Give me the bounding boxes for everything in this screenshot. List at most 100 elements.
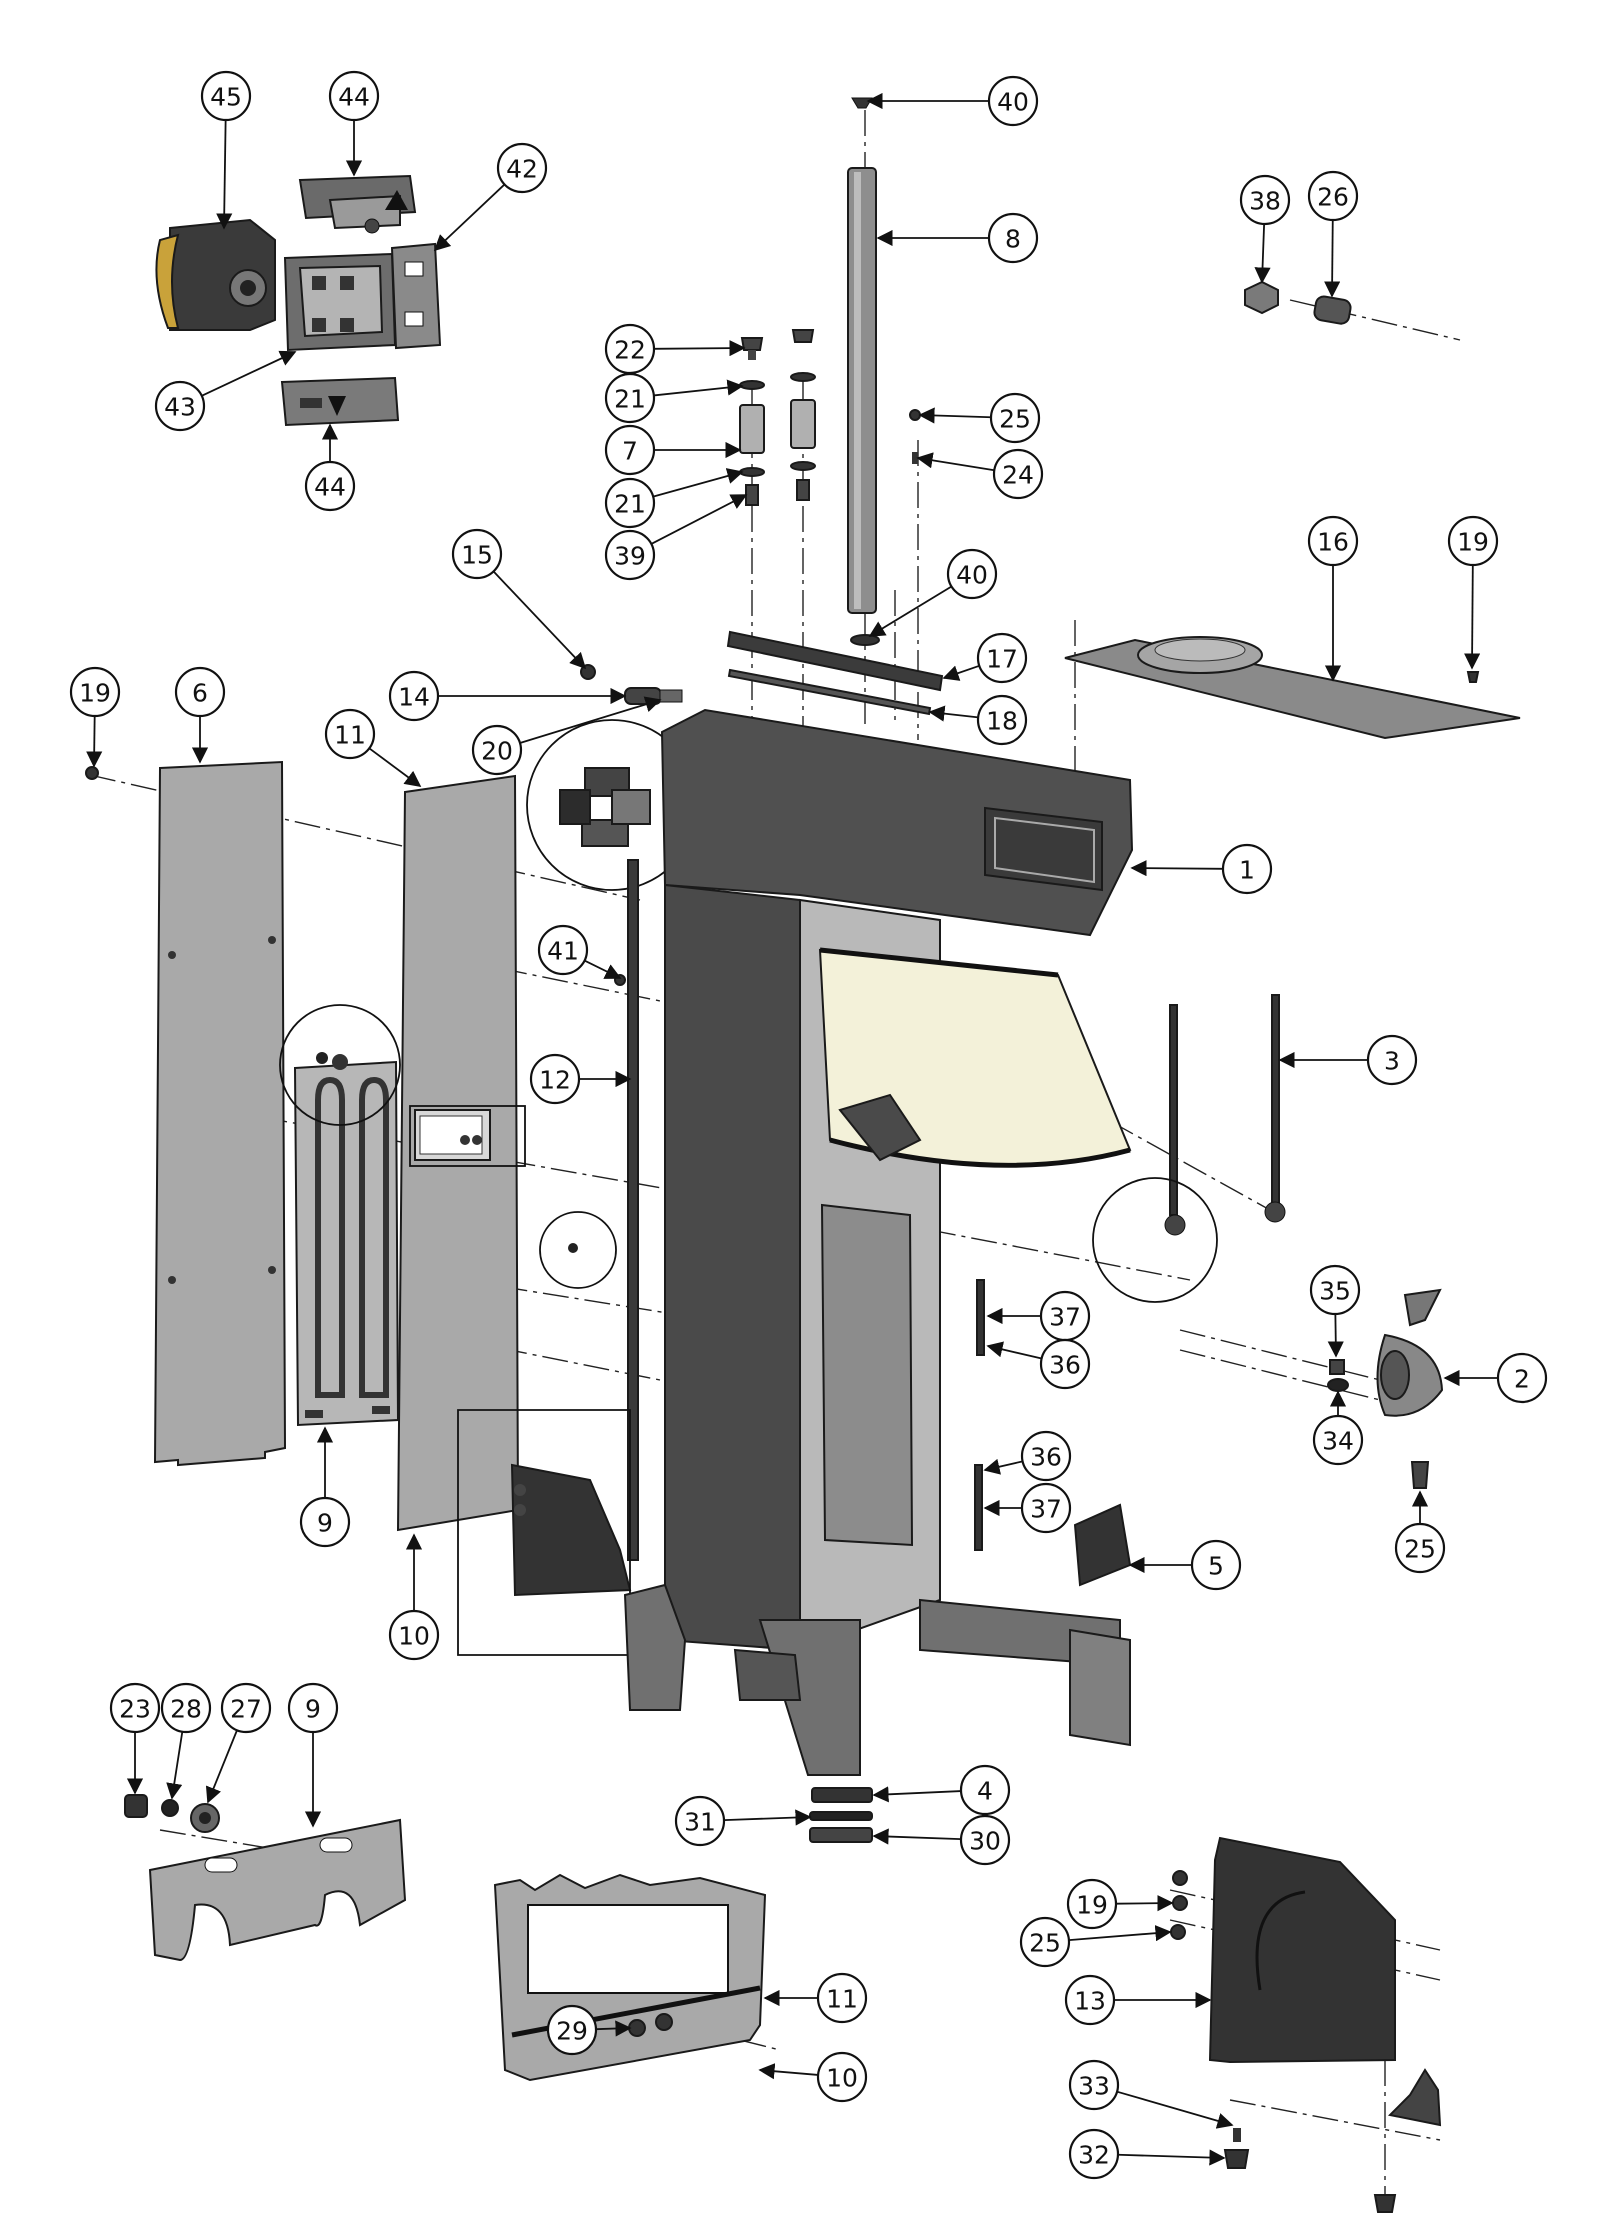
callout-bubble [1020,1430,1072,1482]
callout-leader [1254,223,1271,284]
part-40-washer [850,634,880,646]
callout-23: 23 [109,1682,161,1795]
callout-bubble [1307,515,1359,567]
callout-bubble [959,1764,1011,1816]
callout-bubble [1064,1974,1116,2026]
callout-10: 10 [388,1533,440,1661]
callout-leader [1068,1925,1172,1942]
callout-label: 6 [192,679,208,708]
part-33-pin [1233,2128,1241,2142]
callout-40: 40 [868,548,998,637]
callout-label: 31 [684,1808,716,1837]
callout-leader [201,350,297,397]
callout-label: 20 [481,737,513,766]
part-8-tube [847,167,877,614]
callout-leader [723,1809,812,1826]
callout-bubble [388,670,440,722]
part-25-screw-bracket [1170,1924,1186,1940]
callout-label: 25 [1404,1535,1436,1564]
callout-19: 19 [1447,515,1499,670]
callout-bubble [109,1682,161,1734]
callout-40: 40 [866,75,1039,127]
part-7-spacer [739,404,765,454]
callout-leader [216,119,233,230]
callout-38: 38 [1239,174,1291,284]
callout-bubble [604,529,656,581]
part-17-rail [726,630,944,692]
part-3-rod-pair [1164,994,1286,1236]
callout-leader [653,340,746,357]
callout-bubble [154,380,206,432]
callout-25: 25 [1394,1490,1446,1574]
callout-leader [86,715,103,768]
callout-label: 41 [547,937,579,966]
callout-37: 37 [986,1290,1091,1342]
callout-label: 25 [1029,1929,1061,1958]
part-2-faucet [1376,1288,1444,1417]
callout-label: 18 [986,707,1018,736]
callout-leader [942,664,980,681]
callout-label: 39 [614,542,646,571]
funnel-basket [818,947,1132,1168]
callout-bubble [1039,1338,1091,1390]
callout-label: 44 [338,83,370,112]
detail-circle-small [539,1211,617,1289]
callout-25: 25 [918,392,1041,444]
callout-label: 40 [956,561,988,590]
callout-bubble [992,448,1044,500]
part-44-contact-block-top [298,174,417,234]
part-45-control-dial [155,218,276,331]
callout-39: 39 [604,494,748,581]
callout-29: 29 [546,2004,632,2056]
callout-4: 4 [872,1764,1011,1816]
callout-5: 5 [1128,1539,1242,1591]
callout-bubble [1221,843,1273,895]
callout-bubble [604,372,656,424]
part-28-washer [161,1799,179,1817]
callout-leader [1130,860,1224,877]
callout-label: 17 [986,645,1018,674]
callout-bubble [299,1496,351,1548]
callout-22: 22 [604,323,746,375]
callout-bubble [1366,1034,1418,1086]
callout-bubble [287,1682,339,1734]
callout-20: 20 [471,696,662,776]
detail-circle-heater [279,1004,401,1126]
part-9-heater-bracket [293,1060,400,1427]
callout-label: 36 [1030,1443,1062,1472]
callout-leader [433,183,506,252]
callout-bubble [976,694,1028,746]
callout-3: 3 [1278,1034,1418,1086]
callout-leader [653,379,744,397]
part-37-pin-upper [976,1279,985,1356]
callout-bubble [1394,1522,1446,1574]
callout-bubble [987,75,1039,127]
callout-label: 28 [170,1695,202,1724]
callout-1: 1 [1130,843,1273,895]
callout-label: 12 [539,1066,571,1095]
part-22-screw [740,337,764,360]
callout-label: 23 [119,1695,151,1724]
callout-bubble [1239,174,1291,226]
callout-label: 5 [1208,1552,1224,1581]
callout-43: 43 [154,350,297,432]
detail-circle-rod [1092,1177,1218,1303]
callout-leader [519,696,662,744]
callout-bubble [304,460,356,512]
part-24-pin [912,452,918,464]
callout-leader [166,1731,184,1800]
callout-label: 45 [210,83,242,112]
callout-leader [872,1828,962,1845]
callout-bubble [1068,2128,1120,2180]
callout-bubble [816,1972,868,2024]
callout-bubble [1019,1916,1071,1968]
part-21-washer-bottom [739,467,765,477]
callout-label: 21 [614,490,646,519]
callout-21: 21 [604,372,744,424]
callout-bubble [69,666,121,718]
callout-16: 16 [1307,515,1359,682]
callout-9: 9 [287,1682,339,1828]
callout-leader [1115,1895,1174,1912]
part-25-screw-small [909,409,921,421]
